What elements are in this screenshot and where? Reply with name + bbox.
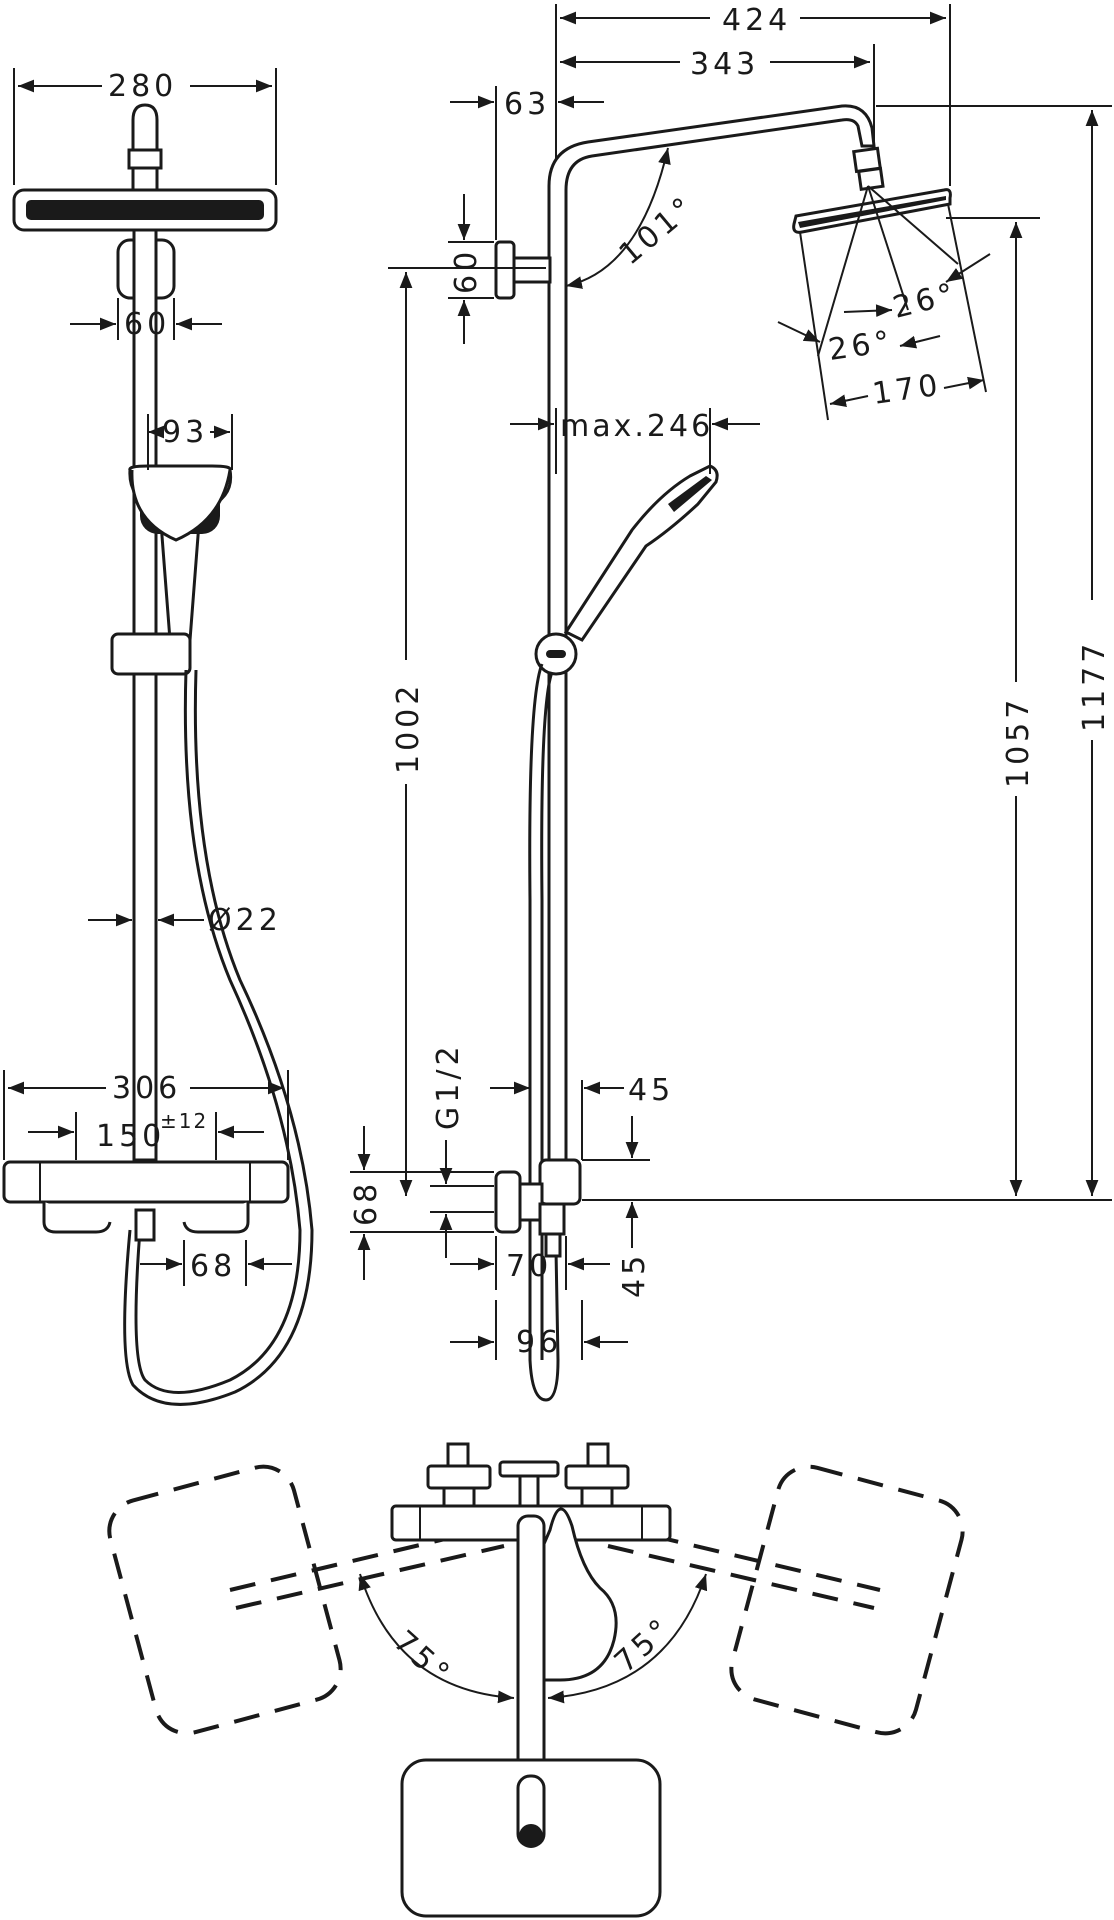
dim-424: 424 (722, 3, 791, 38)
dim-63: 63 (504, 87, 550, 122)
front-riser-rail (132, 228, 158, 1162)
dim-diameter-22: Ø22 (208, 903, 282, 938)
dim-306: 306 (112, 1071, 181, 1106)
dim-150-tolerance: ±12 (160, 1109, 208, 1133)
dim-26-degrees-lower: 26° (826, 324, 895, 368)
front-thermostat (2, 1160, 290, 1204)
front-hose (134, 669, 302, 1394)
dim-g-half-inch: G1/2 (431, 1042, 466, 1130)
side-riser-arm (547, 104, 876, 1202)
side-hose (528, 663, 560, 1402)
dim-170: 170 (870, 368, 943, 412)
side-wall-bracket (494, 240, 516, 300)
dim-1002: 1002 (391, 682, 426, 774)
dim-60-front: 60 (124, 307, 170, 342)
side-thermostat (494, 1170, 522, 1234)
dim-150: 150 (96, 1119, 165, 1154)
dim-68-front: 68 (190, 1249, 236, 1284)
front-dimensions: 280 60 93 Ø22 306 150 ±12 68 (3, 68, 292, 1286)
front-slider (110, 632, 192, 676)
dim-70: 70 (506, 1249, 552, 1284)
dim-343: 343 (690, 47, 759, 82)
side-dimensions: 424 343 63 60 101° 26° 26° 170 (349, 3, 1112, 1360)
dim-75-right: 75° (608, 1610, 680, 1680)
dim-60-side: 60 (449, 248, 484, 294)
dim-280: 280 (108, 69, 177, 104)
dim-68-side: 68 (349, 1180, 384, 1226)
dim-1177: 1177 (1077, 640, 1112, 732)
dim-96: 96 (516, 1325, 562, 1360)
ghost-left-position (107, 1464, 343, 1736)
ghost-right-position (729, 1464, 965, 1736)
front-view (2, 103, 314, 1406)
dim-101-degrees: 101° (613, 189, 703, 273)
dim-max-246: max.246 (560, 409, 713, 444)
dim-1057: 1057 (1001, 696, 1036, 788)
dim-45-bottom: 45 (617, 1252, 652, 1298)
dim-93: 93 (162, 415, 208, 450)
dim-45-top: 45 (628, 1073, 674, 1108)
side-hand-shower (563, 464, 719, 642)
top-view: 75° 75° (107, 1442, 965, 1918)
